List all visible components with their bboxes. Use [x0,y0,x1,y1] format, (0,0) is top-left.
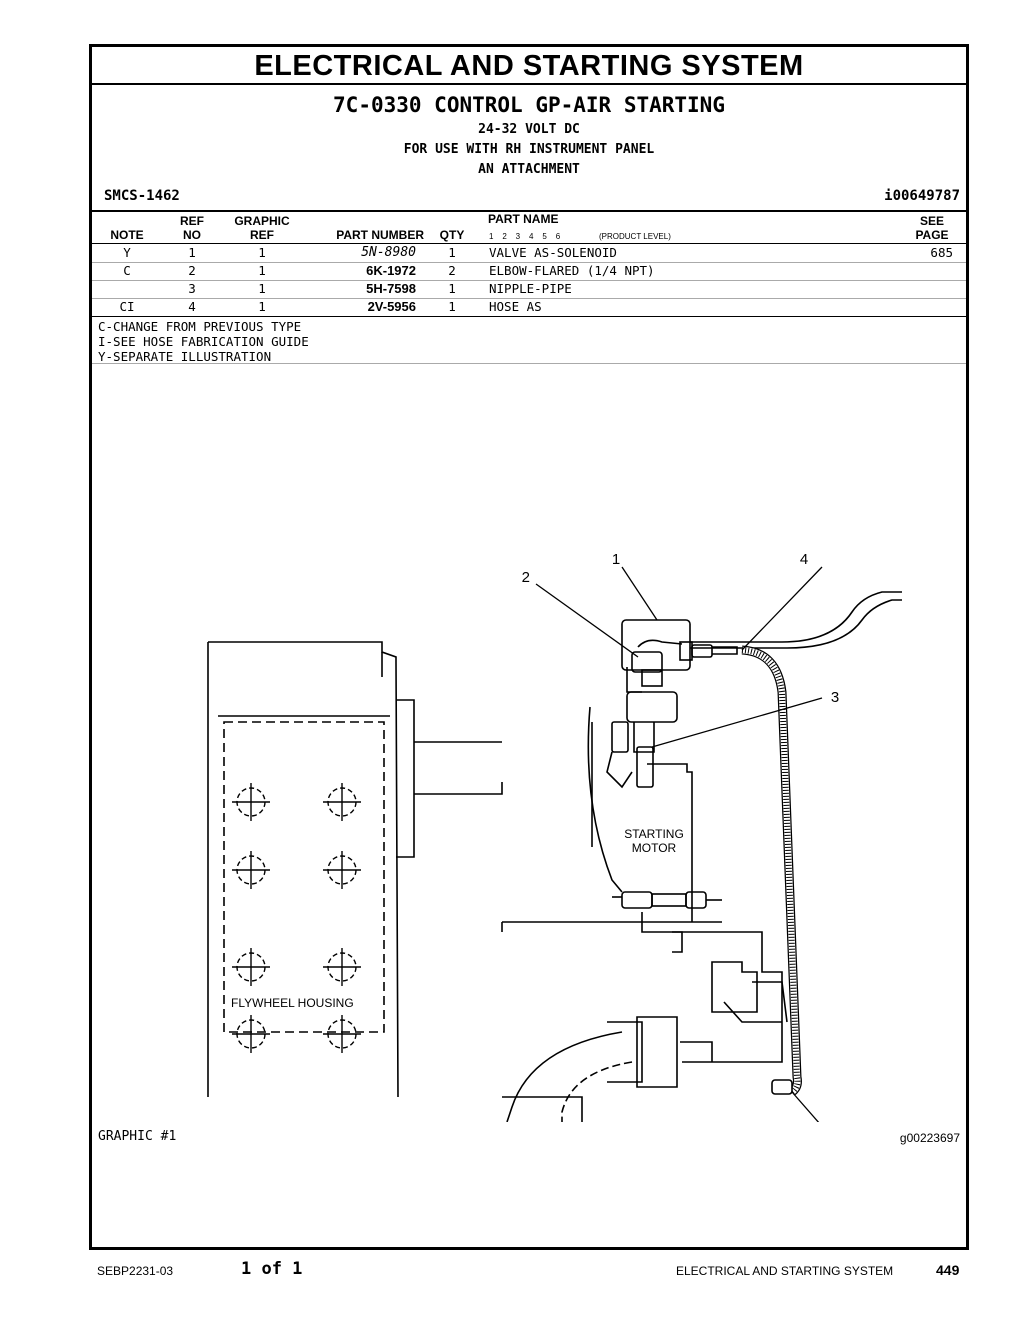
header-graphic-ref-bottom: REF [250,228,274,242]
flywheel-housing-label: FLYWHEEL HOUSING [231,996,354,1010]
row-2-ref-no: 2 [188,263,196,278]
row-4-part-name: HOSE AS [489,299,542,314]
row-3-ref-no: 3 [188,281,196,296]
header-part-name: PART NAME [488,212,559,226]
starting-motor-label-1: STARTING [624,827,684,841]
wiring-harness [690,591,902,649]
row-4-qty: 1 [448,299,456,314]
bolt-hole [232,851,270,889]
footer-section: ELECTRICAL AND STARTING SYSTEM [676,1264,894,1278]
row-2-graphic-ref: 1 [258,263,266,278]
row-3-part-name: NIPPLE-PIPE [489,281,572,296]
subtitle-line-3: AN ATTACHMENT [478,162,580,177]
row-rule [92,280,966,281]
bolt-hole [323,948,361,986]
row-1-note: Y [123,245,131,260]
footer-page-of: 1 of 1 [241,1259,303,1279]
callout-3: 3 [831,689,839,706]
header-ref-no-bottom: NO [183,228,201,242]
header-graphic-ref-top: GRAPHIC [234,214,290,228]
note-line-2: I-SEE HOSE FABRICATION GUIDE [98,334,309,349]
graphic-label: GRAPHIC #1 [98,1129,177,1144]
row-2-part-number: 6K-1972 [366,263,416,278]
header-qty: QTY [439,228,465,242]
header-note: NOTE [110,228,144,242]
row-1-graphic-ref: 1 [258,245,266,260]
row-1-see-page: 685 [930,245,953,260]
starting-motor-label-2: MOTOR [632,841,677,855]
row-2-part-name: ELBOW-FLARED (1/4 NPT) [489,263,655,278]
header-see-page-top: SEE [919,214,944,228]
hose-assembly [741,645,802,1096]
graphic-id: g00223697 [899,1131,960,1145]
bolt-hole [232,948,270,986]
row-2-note: C [123,263,131,278]
solenoid-valve [606,619,738,789]
notes-block: C-CHANGE FROM PREVIOUS TYPE I-SEE HOSE F… [98,319,309,364]
row-1-part-name: VALVE AS-SOLENOID [489,245,617,260]
callout-1: 1 [612,551,620,568]
header-rule [92,243,966,244]
row-3-graphic-ref: 1 [258,281,266,296]
notes-bottom-rule [92,363,966,364]
row-4-part-number: 2V-5956 [367,299,416,314]
bolt-hole [232,783,270,821]
row-1-ref-no: 1 [188,245,196,260]
callout-leaders [535,566,823,1122]
table-bottom-rule [92,316,966,317]
smcs-code: SMCS-1462 [104,188,180,204]
row-4-note: CI [119,299,135,314]
parts-illustration: 2 1 4 3 2 STARTING MOTOR FLYWHEEL HOUSIN… [207,551,902,1122]
row-4-graphic-ref: 1 [258,299,266,314]
footer-page-number: 449 [936,1262,960,1278]
bolt-holes [232,783,361,1053]
row-4-ref-no: 4 [188,299,196,314]
note-line-3: Y-SEPARATE ILLUSTRATION [98,349,272,364]
header-part-number: PART NUMBER [336,228,424,242]
bolt-hole [323,851,361,889]
row-rule [92,262,966,263]
row-rule [92,298,966,299]
header-product-levels: 1 2 3 4 5 6 [489,232,561,241]
page-frame: ELECTRICAL AND STARTING SYSTEM 7C-0330 C… [89,44,969,1250]
header-ref-no-top: REF [180,214,204,228]
bolt-hole [323,1015,361,1053]
bolt-hole [232,1015,270,1053]
row-1-part-number: 5N-8980 [361,245,416,260]
header-product-level-label: (PRODUCT LEVEL) [599,232,671,241]
bolt-hole [323,783,361,821]
section-title: ELECTRICAL AND STARTING SYSTEM [92,47,966,85]
header-see-page-bottom: PAGE [915,228,949,242]
lower-fittings [612,891,722,909]
row-1-qty: 1 [448,245,456,260]
table-top-rule [92,210,966,212]
row-2-qty: 2 [448,263,456,278]
row-3-part-number: 5H-7598 [366,281,416,296]
note-line-1: C-CHANGE FROM PREVIOUS TYPE [98,319,302,334]
callout-4: 4 [800,551,808,568]
group-title: 7C-0330 CONTROL GP-AIR STARTING [333,93,725,117]
row-3-qty: 1 [448,281,456,296]
starting-motor [501,706,788,1122]
housing-outline [208,641,399,1098]
callout-2-top: 2 [522,569,530,586]
subtitle-line-1: 24-32 VOLT DC [478,122,580,137]
illustration-id: i00649787 [884,188,960,204]
footer-doc-number: SEBP2231-03 [97,1264,174,1278]
subtitle-line-2: FOR USE WITH RH INSTRUMENT PANEL [403,142,655,157]
